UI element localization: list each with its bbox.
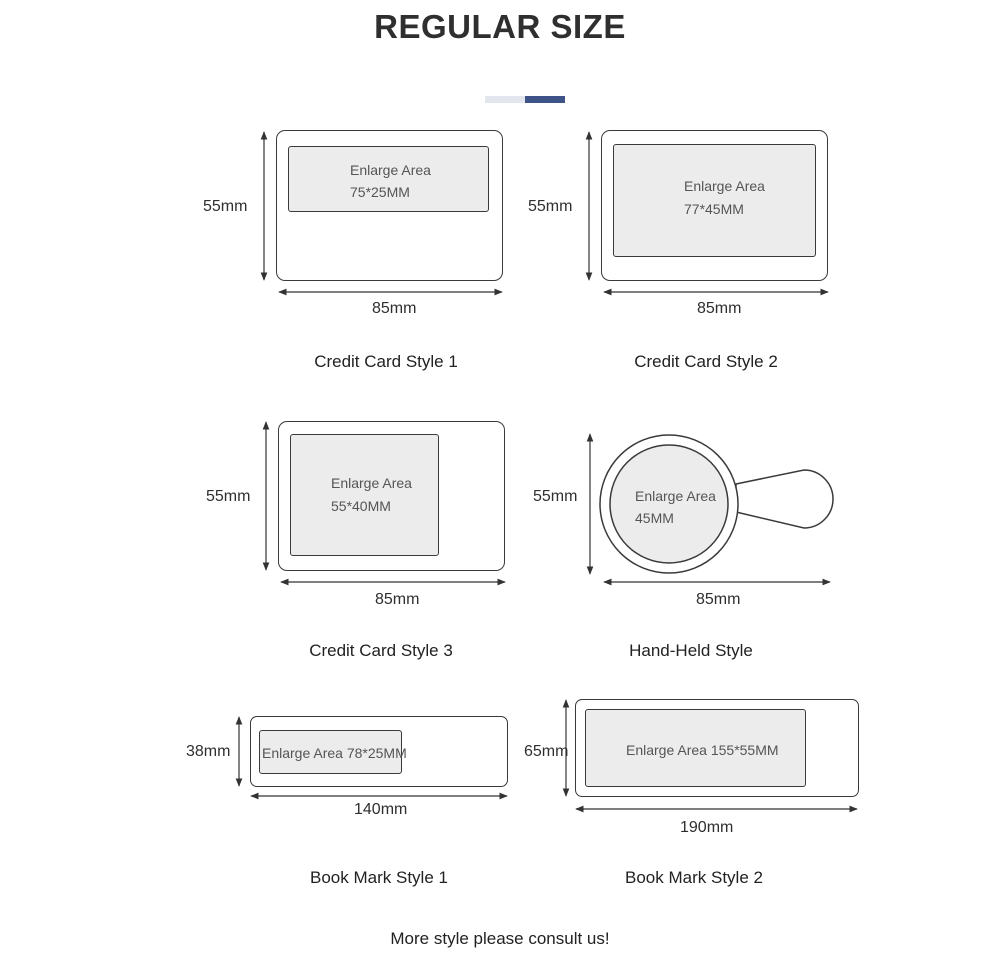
width-label: 85mm	[372, 300, 417, 317]
hand-held-enlarge-area	[609, 444, 729, 564]
enlarge-area-bookmark-2	[585, 709, 806, 787]
height-label: 55mm	[533, 488, 578, 505]
hand-held-handle	[735, 469, 834, 529]
style-name: Credit Card Style 1	[314, 352, 458, 371]
enlarge-area-style-1	[288, 146, 489, 212]
footer-note: More style please consult us!	[390, 929, 610, 948]
height-label: 55mm	[203, 198, 248, 215]
style-name: Hand-Held Style	[629, 641, 753, 660]
style-name: Book Mark Style 2	[625, 868, 763, 887]
enlarge-area-size: 77*45MM	[684, 201, 744, 217]
enlarge-area-bookmark-1	[259, 730, 402, 774]
enlarge-area-style-3	[290, 434, 439, 556]
width-label: 85mm	[696, 591, 741, 608]
enlarge-area-label: Enlarge Area	[684, 178, 765, 194]
page-title: REGULAR SIZE	[374, 8, 626, 45]
enlarge-area-label: Enlarge Area	[350, 162, 431, 178]
enlarge-area-size: 75*25MM	[350, 184, 410, 200]
enlarge-area-label: Enlarge Area	[635, 488, 716, 504]
width-label: 85mm	[375, 591, 420, 608]
style-name: Credit Card Style 2	[634, 352, 778, 371]
height-label: 65mm	[524, 743, 569, 760]
style-name: Credit Card Style 3	[309, 641, 453, 660]
enlarge-area-label: Enlarge Area	[331, 475, 412, 491]
enlarge-area-style-2	[613, 144, 816, 257]
height-label: 38mm	[186, 743, 231, 760]
title-divider-light	[485, 96, 525, 103]
width-label: 140mm	[354, 801, 408, 818]
height-label: 55mm	[206, 488, 251, 505]
enlarge-area-text: Enlarge Area 78*25MM	[262, 745, 407, 761]
width-label: 190mm	[680, 819, 734, 836]
title-divider-accent	[525, 96, 565, 103]
style-name: Book Mark Style 1	[310, 868, 448, 887]
enlarge-area-size: 55*40MM	[331, 498, 391, 514]
width-label: 85mm	[697, 300, 742, 317]
height-label: 55mm	[528, 198, 573, 215]
enlarge-area-size: 45MM	[635, 510, 674, 526]
hand-held-shape	[599, 434, 834, 574]
enlarge-area-text: Enlarge Area 155*55MM	[626, 742, 779, 758]
